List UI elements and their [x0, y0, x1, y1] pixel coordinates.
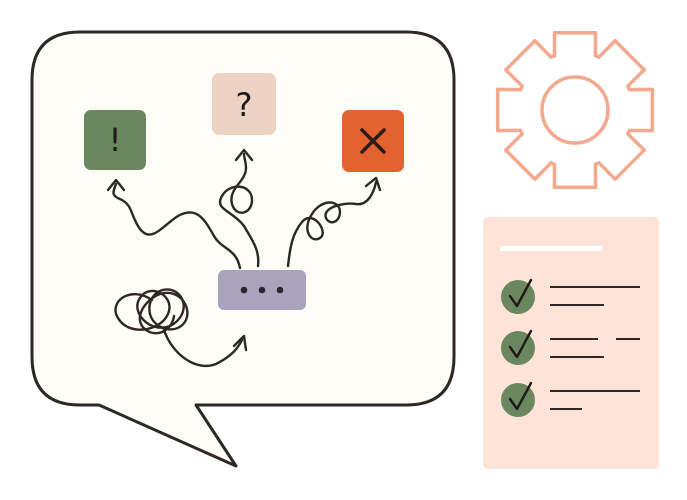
- close-tile: [342, 110, 404, 172]
- question-tile: ?: [212, 73, 276, 135]
- exclamation-tile: !: [84, 110, 146, 170]
- arrow-to-ellipsis: [162, 328, 244, 367]
- check-icon: [501, 331, 535, 365]
- gear-icon: [495, 30, 655, 190]
- checklist-item: [501, 278, 640, 314]
- arrowhead-exclamation: [106, 178, 126, 192]
- tangle-scribble: [114, 288, 189, 335]
- checklist-title-bar: [500, 246, 602, 251]
- arrow-to-exclamation: [112, 182, 242, 270]
- check-icon: [501, 383, 535, 417]
- check-icon: [501, 280, 535, 314]
- arrow-to-question: [218, 152, 260, 268]
- arrow-to-close: [286, 180, 378, 268]
- arrowhead-ellipsis: [232, 334, 248, 352]
- question-icon: ?: [236, 86, 253, 124]
- arrowhead-close: [364, 176, 382, 192]
- ellipsis-icon: [240, 286, 284, 294]
- checklist-panel: [483, 217, 659, 469]
- close-icon: [360, 128, 386, 154]
- checklist-item: [501, 329, 640, 365]
- exclamation-icon: !: [109, 121, 122, 159]
- arrowhead-question: [234, 148, 254, 162]
- checklist-item: [501, 381, 640, 417]
- ellipsis-tile: [218, 270, 306, 310]
